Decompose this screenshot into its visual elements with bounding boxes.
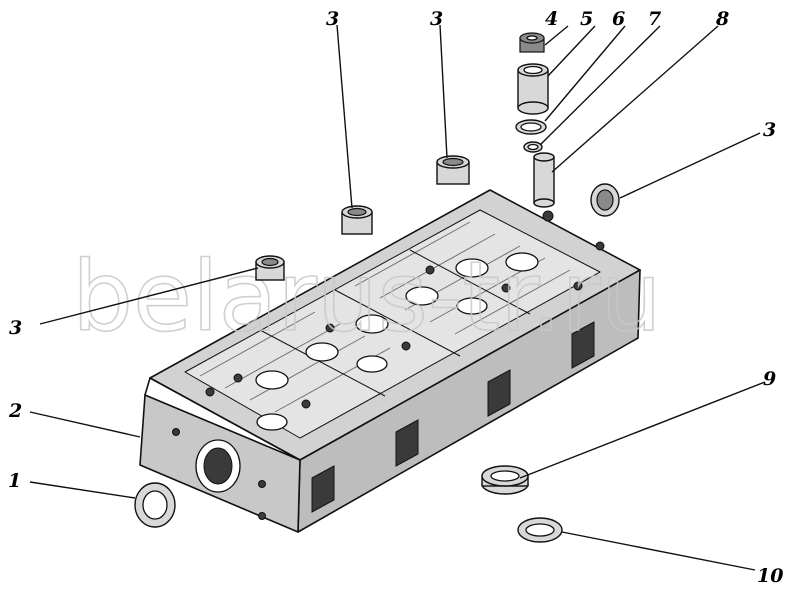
part-5-sleeve <box>517 63 549 115</box>
callout-2: 2 <box>8 400 22 422</box>
callout-3c: 3 <box>9 317 22 339</box>
part-3-plug-upper-left <box>341 205 373 235</box>
part-8-pin <box>533 152 555 208</box>
part-3-plug-right <box>590 183 620 217</box>
callout-8: 8 <box>715 8 729 30</box>
callouts: 1 2 3 3 3 3 4 5 6 7 8 9 10 <box>8 8 783 587</box>
callout-6: 6 <box>612 8 625 30</box>
callout-4: 4 <box>545 8 558 30</box>
part-4-slotted-nut <box>519 32 545 53</box>
callout-5: 5 <box>580 8 593 30</box>
bolt-bosses <box>205 210 605 409</box>
callout-3b: 3 <box>430 8 443 30</box>
part-10-flat-ring <box>517 517 563 543</box>
callout-10: 10 <box>757 565 783 587</box>
side-ports <box>311 321 595 513</box>
part-3-plug-upper-mid <box>436 155 470 185</box>
part-3-plug-left <box>255 255 285 281</box>
callout-1: 1 <box>8 470 21 492</box>
leader-lines <box>29 24 766 571</box>
part-1-seal-ring <box>134 482 176 528</box>
cylinder-head <box>139 189 641 533</box>
watermark: belarus-tr.ru <box>72 241 662 353</box>
valve-seat-holes <box>255 252 539 431</box>
part-9-seal-ring <box>481 465 529 495</box>
callout-7: 7 <box>648 8 661 30</box>
callout-9: 9 <box>763 368 776 390</box>
callout-3d: 3 <box>763 119 776 141</box>
callout-3a: 3 <box>326 8 339 30</box>
